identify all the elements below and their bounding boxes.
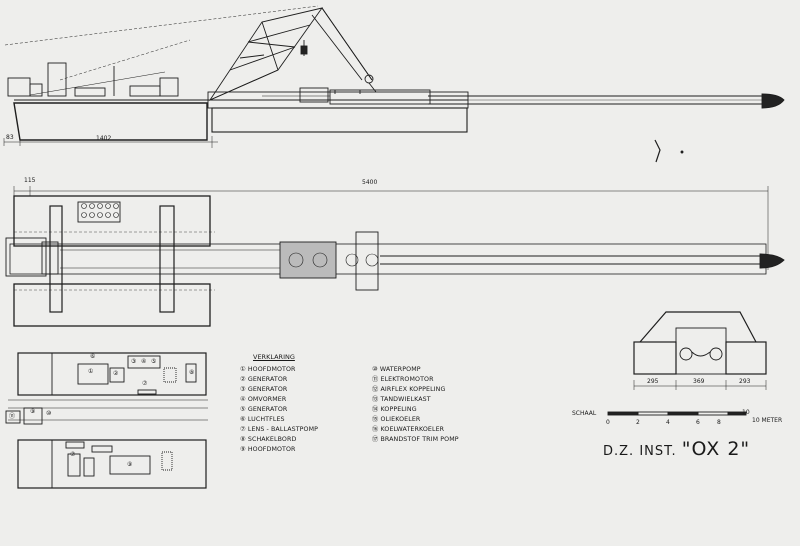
callout-7b: ⑦ <box>70 451 76 458</box>
callout-8: ⑧ <box>189 369 195 376</box>
side-elevation <box>3 5 785 163</box>
callout-10: ⑩ <box>46 410 52 417</box>
callout-7: ⑦ <box>142 380 148 387</box>
plan-view <box>5 186 785 327</box>
legend-item: ⑯ KOELWATERKOELER <box>372 426 445 433</box>
legend-item: ⑦ LENS - BALLASTPOMP <box>240 426 319 433</box>
dim-83: 83 <box>6 134 14 141</box>
callout-9b: ⑨ <box>127 461 133 468</box>
legend-item: ⑫ AIRFLEX KOPPELING <box>372 386 446 393</box>
legend-heading: VERKLARING <box>253 353 295 361</box>
legend-item: ⑮ OLIEKOELER <box>372 416 421 423</box>
legend-item: ⑬ TANDWIELKAST <box>372 396 431 403</box>
scale-tick: 0 <box>606 419 610 426</box>
legend-item: ⑨ HOOFDMOTOR <box>240 446 296 453</box>
legend-item: ⑰ BRANDSTOF TRIM POMP <box>372 436 459 443</box>
legend-item: ③ GENERATOR <box>240 386 288 393</box>
callout-9: ⑨ <box>30 408 36 415</box>
dim-5400: 5400 <box>362 179 378 186</box>
callout-2: ② <box>113 370 119 377</box>
callout-6: ⑥ <box>90 353 96 360</box>
drawing-title: D.Z. INST. "OX 2" <box>603 440 750 459</box>
title-prefix: D.Z. INST. <box>603 444 677 459</box>
scale-unit: 10 METER <box>752 417 783 424</box>
legend-item: ⑥ LUCHTFLES <box>240 416 285 423</box>
scale-tick: 6 <box>696 419 700 426</box>
legend-item: ⑧ SCHAKELBORD <box>240 436 297 443</box>
section-view <box>633 311 767 390</box>
legend-item: ⑭ KOPPELING <box>372 406 417 413</box>
scale-tick: 10 <box>742 409 750 416</box>
scale-label: SCHAAL <box>572 410 597 417</box>
legend-item: ② GENERATOR <box>240 376 288 383</box>
callout-11: ⑪ <box>9 413 16 420</box>
scale-tick: 8 <box>717 419 721 426</box>
callout-1: ① <box>88 368 94 375</box>
legend-item: ⑩ WATERPOMP <box>372 366 421 373</box>
callout-4: ④ <box>141 358 147 365</box>
legend-item: ① HOOFDMOTOR <box>240 366 296 373</box>
engine-room-plans <box>5 352 208 489</box>
dim-293: 293 <box>739 378 751 385</box>
dim-295: 295 <box>647 378 659 385</box>
dim-115: 115 <box>24 177 36 184</box>
dim-1402: 1402 <box>96 135 112 142</box>
title-name: "OX 2" <box>681 438 751 460</box>
scale-tick: 2 <box>636 419 640 426</box>
legend-item: ⑤ GENERATOR <box>240 406 288 413</box>
dim-369: 369 <box>693 378 705 385</box>
scale-bar <box>607 411 747 416</box>
legend-item: ⑪ ELEKTROMOTOR <box>372 376 434 383</box>
callout-3: ③ <box>131 358 137 365</box>
callout-5: ⑤ <box>151 358 157 365</box>
legend-item: ④ OMVORMER <box>240 396 287 403</box>
scale-tick: 4 <box>666 419 670 426</box>
